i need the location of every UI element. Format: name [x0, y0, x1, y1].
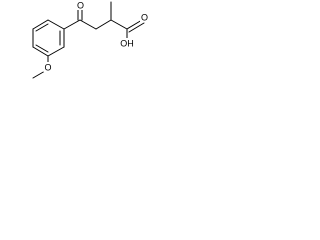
- ch-to-carboxyl-bond: [110, 19, 128, 30]
- carbonyl-oxygen-label: O: [141, 13, 148, 23]
- benzene-ring: [32, 19, 65, 57]
- ether-to-methyl-bond: [32, 70, 46, 79]
- carbonyl-to-ch2-bond: [79, 19, 97, 30]
- ether-oxygen-label: O: [44, 63, 51, 73]
- ring-bond: [47, 19, 65, 30]
- atom-hydroxyl: OH: [119, 38, 135, 49]
- ring-double-bond: [35, 23, 49, 32]
- atom-ether-oxygen: O: [43, 62, 53, 73]
- molecule-structure: O O OH O: [32, 0, 149, 79]
- ketone-oxygen-label: O: [77, 1, 84, 11]
- ch2-to-ch-bond: [95, 19, 112, 30]
- ring-bond: [47, 46, 65, 57]
- atom-carbonyl-oxygen: O: [140, 12, 149, 23]
- atom-ketone-oxygen: O: [76, 0, 85, 11]
- ring-double-bond: [35, 44, 49, 53]
- ring-bond: [32, 46, 49, 57]
- hydroxyl-label: OH: [120, 39, 134, 49]
- ring-to-carbonyl-bond: [63, 19, 81, 30]
- ring-bond: [32, 19, 49, 30]
- carboxyl-double-bond: [128, 22, 145, 33]
- carboxyl-double-bond: [126, 19, 143, 30]
